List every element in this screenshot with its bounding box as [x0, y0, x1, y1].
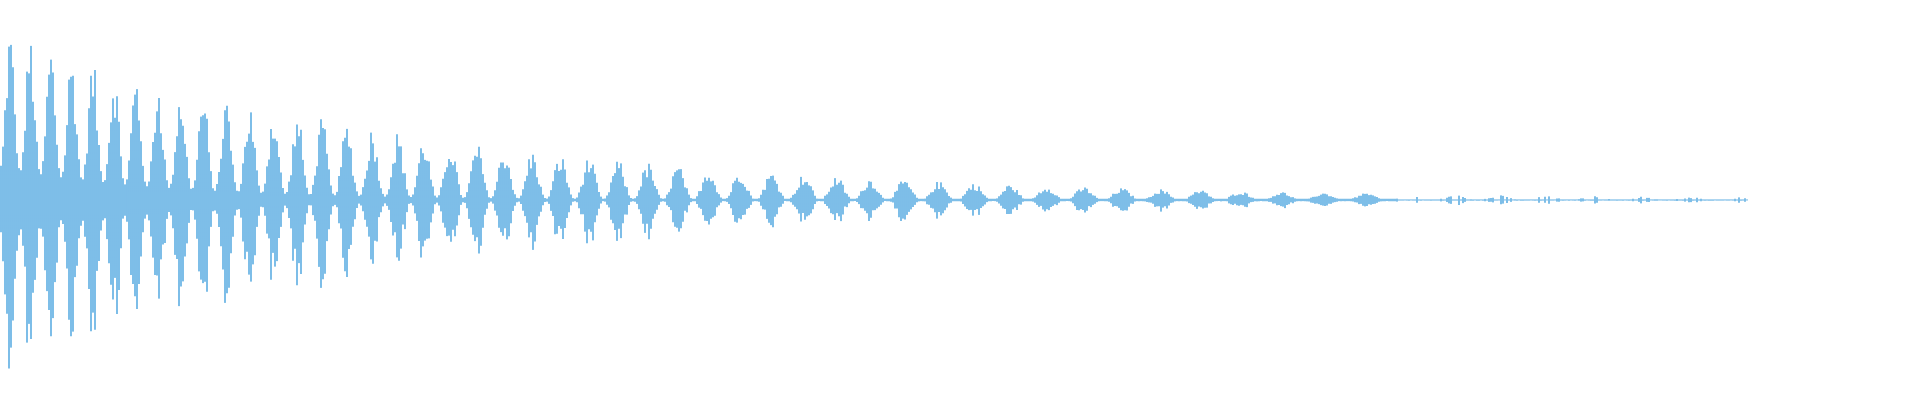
waveform-path [0, 44, 1748, 369]
